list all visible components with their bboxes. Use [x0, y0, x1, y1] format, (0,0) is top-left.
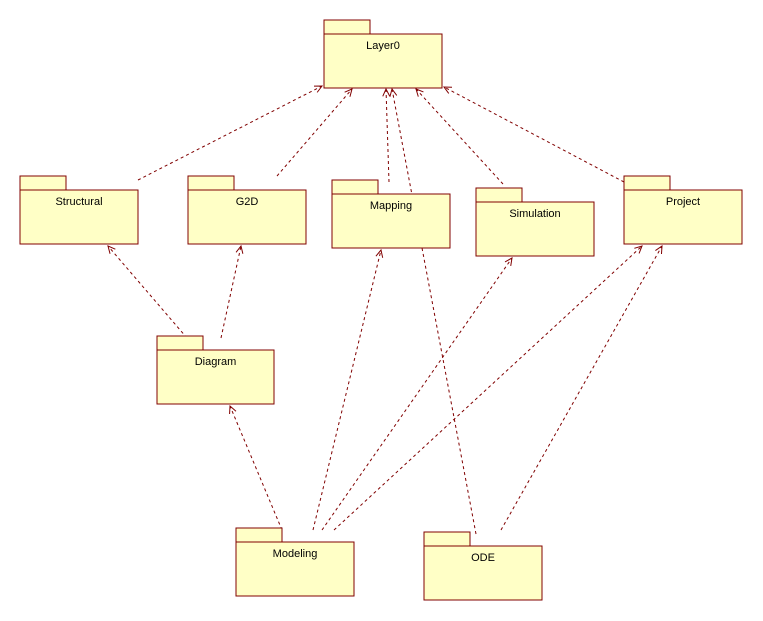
dependency-line [500, 245, 663, 531]
open-arrowhead-icon [655, 244, 663, 255]
package-label: Layer0 [366, 40, 400, 52]
dependency-line [276, 88, 353, 177]
dependency-g2d-to-layer0 [276, 88, 353, 177]
package-body [323, 33, 443, 89]
package-tab [19, 175, 67, 191]
open-arrowhead-icon [634, 245, 643, 254]
dependency-diagram-to-g2d [220, 244, 244, 339]
dependency-project-to-layer0 [442, 86, 625, 183]
package-tab [235, 527, 283, 543]
open-arrowhead-icon [375, 248, 384, 258]
package-body [19, 189, 139, 245]
dependency-line [220, 245, 242, 339]
package-project[interactable]: Project [623, 175, 743, 245]
package-layer0[interactable]: Layer0 [323, 19, 443, 89]
dependency-line [333, 245, 643, 531]
package-label: Mapping [370, 200, 412, 212]
dependency-line [107, 245, 188, 339]
open-arrowhead-icon [415, 88, 424, 97]
package-label: G2D [236, 196, 259, 208]
package-body [423, 545, 543, 601]
dependency-line [229, 405, 283, 531]
package-diagram[interactable]: Diagram [156, 335, 275, 405]
dependency-diagram-to-structural [107, 245, 188, 339]
open-arrowhead-icon [504, 257, 513, 266]
package-label: Modeling [273, 548, 318, 560]
dependency-mapping-to-layer0 [382, 87, 391, 183]
dependency-ode-to-layer0 [389, 87, 477, 535]
package-tab [475, 187, 523, 203]
dependency-ode-to-project [500, 244, 663, 531]
open-arrowhead-icon [442, 86, 453, 94]
package-body [187, 189, 307, 245]
package-tab [623, 175, 671, 191]
dependency-line [385, 88, 390, 183]
package-tab [323, 19, 371, 35]
dependency-modeling-to-project [333, 245, 643, 531]
open-arrowhead-icon [235, 244, 244, 254]
package-mapping[interactable]: Mapping [331, 179, 451, 249]
dependency-modeling-to-simulation [321, 257, 513, 531]
package-label: Diagram [195, 356, 237, 368]
open-arrowhead-icon [389, 87, 398, 97]
package-body [623, 189, 743, 245]
open-arrowhead-icon [382, 87, 391, 97]
package-label: Structural [55, 196, 102, 208]
open-arrowhead-icon [344, 88, 353, 97]
package-tab [156, 335, 204, 351]
dependency-line [391, 88, 477, 535]
package-simulation[interactable]: Simulation [475, 187, 595, 257]
package-modeling[interactable]: Modeling [235, 527, 355, 597]
package-ode[interactable]: ODE [423, 531, 543, 601]
dependency-line [137, 85, 323, 181]
package-body [475, 201, 595, 257]
dependency-modeling-to-mapping [312, 248, 384, 531]
dependency-line [321, 257, 513, 531]
open-arrowhead-icon [229, 404, 237, 415]
package-tab [331, 179, 379, 195]
package-label: Project [666, 196, 700, 208]
package-label: Simulation [509, 208, 560, 220]
package-tab [187, 175, 235, 191]
dependency-line [443, 86, 625, 183]
package-tab [423, 531, 471, 547]
package-label: ODE [471, 552, 495, 564]
open-arrowhead-icon [313, 85, 324, 93]
dependency-line [415, 88, 504, 185]
open-arrowhead-icon [107, 245, 116, 254]
dependency-layer [107, 85, 663, 535]
package-body [331, 193, 451, 249]
package-structural[interactable]: Structural [19, 175, 139, 245]
dependency-structural-to-layer0 [137, 85, 324, 181]
package-body [156, 349, 275, 405]
dependency-modeling-to-diagram [229, 404, 283, 531]
dependency-line [312, 249, 382, 531]
package-g2d[interactable]: G2D [187, 175, 307, 245]
package-body [235, 541, 355, 597]
dependency-simulation-to-layer0 [415, 88, 504, 185]
